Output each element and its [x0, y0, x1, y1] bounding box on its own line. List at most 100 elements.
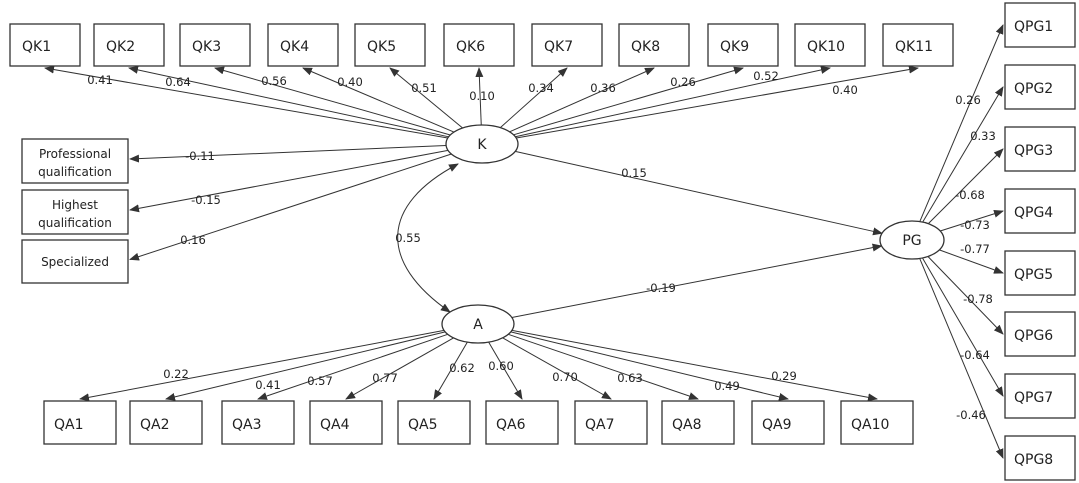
qk11-box	[882, 23, 954, 67]
k-a-covariance-coef: 0.55	[395, 231, 421, 245]
qpg6-box	[1004, 311, 1076, 357]
a-to-qa6-arrow	[488, 341, 523, 400]
a-to-qa7-arrow	[502, 337, 612, 400]
qpg1-label: QPG1	[1014, 19, 1053, 35]
latent-a-ellipse	[441, 304, 515, 344]
qk2-loading: 0.64	[165, 75, 191, 89]
covariate1-box	[21, 138, 129, 184]
qk5-loading: 0.51	[411, 81, 437, 95]
qk1-loading: 0.41	[87, 73, 113, 87]
latent-k-label: K	[477, 137, 487, 153]
k-to-qk10-arrow	[515, 66, 831, 138]
qa7-label: QA7	[585, 417, 615, 433]
covariate2-label-line1: Highest	[52, 198, 98, 212]
qpg8-loading: -0.46	[956, 408, 986, 422]
qk7-label: QK7	[544, 39, 573, 55]
qk11-label: QK11	[895, 39, 933, 55]
pg-to-qpg2-arrow	[922, 86, 1004, 223]
qpg1-loading: 0.26	[955, 93, 981, 107]
qpg2-box	[1004, 64, 1076, 110]
qpg3-label: QPG3	[1014, 143, 1053, 159]
k-to-qk7-arrow	[499, 67, 568, 129]
qa4-box	[309, 400, 383, 445]
qa9-box	[751, 400, 825, 445]
qk7-box	[531, 23, 603, 67]
qk6-loading: 0.10	[469, 89, 495, 103]
latent-a-label: A	[473, 317, 483, 333]
qk9-label: QK9	[720, 39, 749, 55]
qpg8-box	[1004, 435, 1076, 481]
qk2-box	[93, 23, 165, 67]
qa4-loading: 0.77	[372, 371, 398, 385]
qa10-loading: 0.29	[771, 369, 797, 383]
qpg7-loading: -0.64	[960, 348, 990, 362]
k-pg-coef: 0.15	[621, 166, 647, 180]
covariate1-label-line2: qualification	[38, 165, 112, 179]
qpg5-box	[1004, 250, 1076, 296]
qpg4-loading: -0.73	[960, 218, 990, 232]
a-to-qa2-arrow	[165, 331, 446, 401]
a-to-qa8-arrow	[508, 333, 699, 400]
k-to-qk6-arrow	[475, 67, 484, 126]
k-to-qk8-arrow	[509, 67, 655, 133]
qa1-label: QA1	[54, 417, 84, 433]
k-a-covariance-curve	[397, 163, 459, 313]
pg-to-qpg1-arrow	[919, 24, 1004, 222]
qpg8-label: QPG8	[1014, 452, 1053, 468]
qpg6-label: QPG6	[1014, 328, 1053, 344]
qa1-box	[43, 400, 117, 445]
k-to-covariate3-arrow	[129, 153, 452, 261]
qpg3-loading: -0.68	[955, 188, 985, 202]
qa5-label: QA5	[408, 417, 438, 433]
qk10-box	[794, 23, 866, 67]
qa2-loading: 0.41	[255, 378, 281, 392]
latent-pg-ellipse	[879, 220, 945, 260]
qa3-label: QA3	[232, 417, 262, 433]
qa10-box	[840, 400, 914, 445]
qk6-box	[443, 23, 515, 67]
covariate2-coef: -0.15	[191, 193, 221, 207]
qa2-label: QA2	[140, 417, 170, 433]
k-to-pg-path	[515, 150, 884, 236]
nodes-layer	[9, 2, 1076, 481]
latent-k-ellipse	[445, 124, 519, 164]
qpg2-label: QPG2	[1014, 81, 1053, 97]
qa3-loading: 0.57	[307, 374, 333, 388]
qa1-loading: 0.22	[163, 367, 189, 381]
covariate3-box	[21, 239, 129, 284]
covariate1-label-line1: Professional	[39, 147, 111, 161]
qpg4-label: QPG4	[1014, 205, 1053, 221]
a-to-qa9-arrow	[510, 331, 789, 401]
k-to-qk11-arrow	[516, 65, 919, 139]
labels-layer: QK10.41QK20.64QK30.56QK40.40QK50.51QK60.…	[22, 19, 1053, 468]
pg-to-qpg7-arrow	[922, 257, 1004, 397]
k-to-covariate1-arrow	[129, 145, 447, 163]
covariate2-label-line2: qualification	[38, 216, 112, 230]
qa2-box	[129, 400, 203, 445]
latent-pg-label: PG	[902, 233, 921, 249]
pg-to-qpg3-arrow	[927, 148, 1004, 225]
qa7-box	[574, 400, 648, 445]
qa9-loading: 0.49	[714, 379, 740, 393]
k-to-qk1-arrow	[44, 65, 448, 139]
pg-to-qpg8-arrow	[919, 258, 1004, 459]
qk9-loading: 0.26	[670, 75, 696, 89]
qk1-label: QK1	[22, 39, 51, 55]
a-to-qa10-arrow	[511, 329, 878, 402]
k-to-qk4-arrow	[302, 67, 455, 133]
qk8-label: QK8	[631, 39, 660, 55]
pg-to-qpg5-arrow	[939, 249, 1004, 274]
qa8-loading: 0.63	[617, 371, 643, 385]
qk11-loading: 0.40	[832, 83, 858, 97]
qa5-box	[397, 400, 471, 445]
qpg5-loading: -0.77	[960, 242, 990, 256]
qpg4-box	[1004, 188, 1076, 234]
qk8-loading: 0.36	[590, 81, 616, 95]
qk7-loading: 0.34	[528, 81, 554, 95]
qk6-label: QK6	[456, 39, 485, 55]
qk4-label: QK4	[280, 39, 309, 55]
edges-layer	[44, 24, 1004, 459]
k-to-qk2-arrow	[128, 65, 449, 138]
qa8-box	[661, 400, 735, 445]
